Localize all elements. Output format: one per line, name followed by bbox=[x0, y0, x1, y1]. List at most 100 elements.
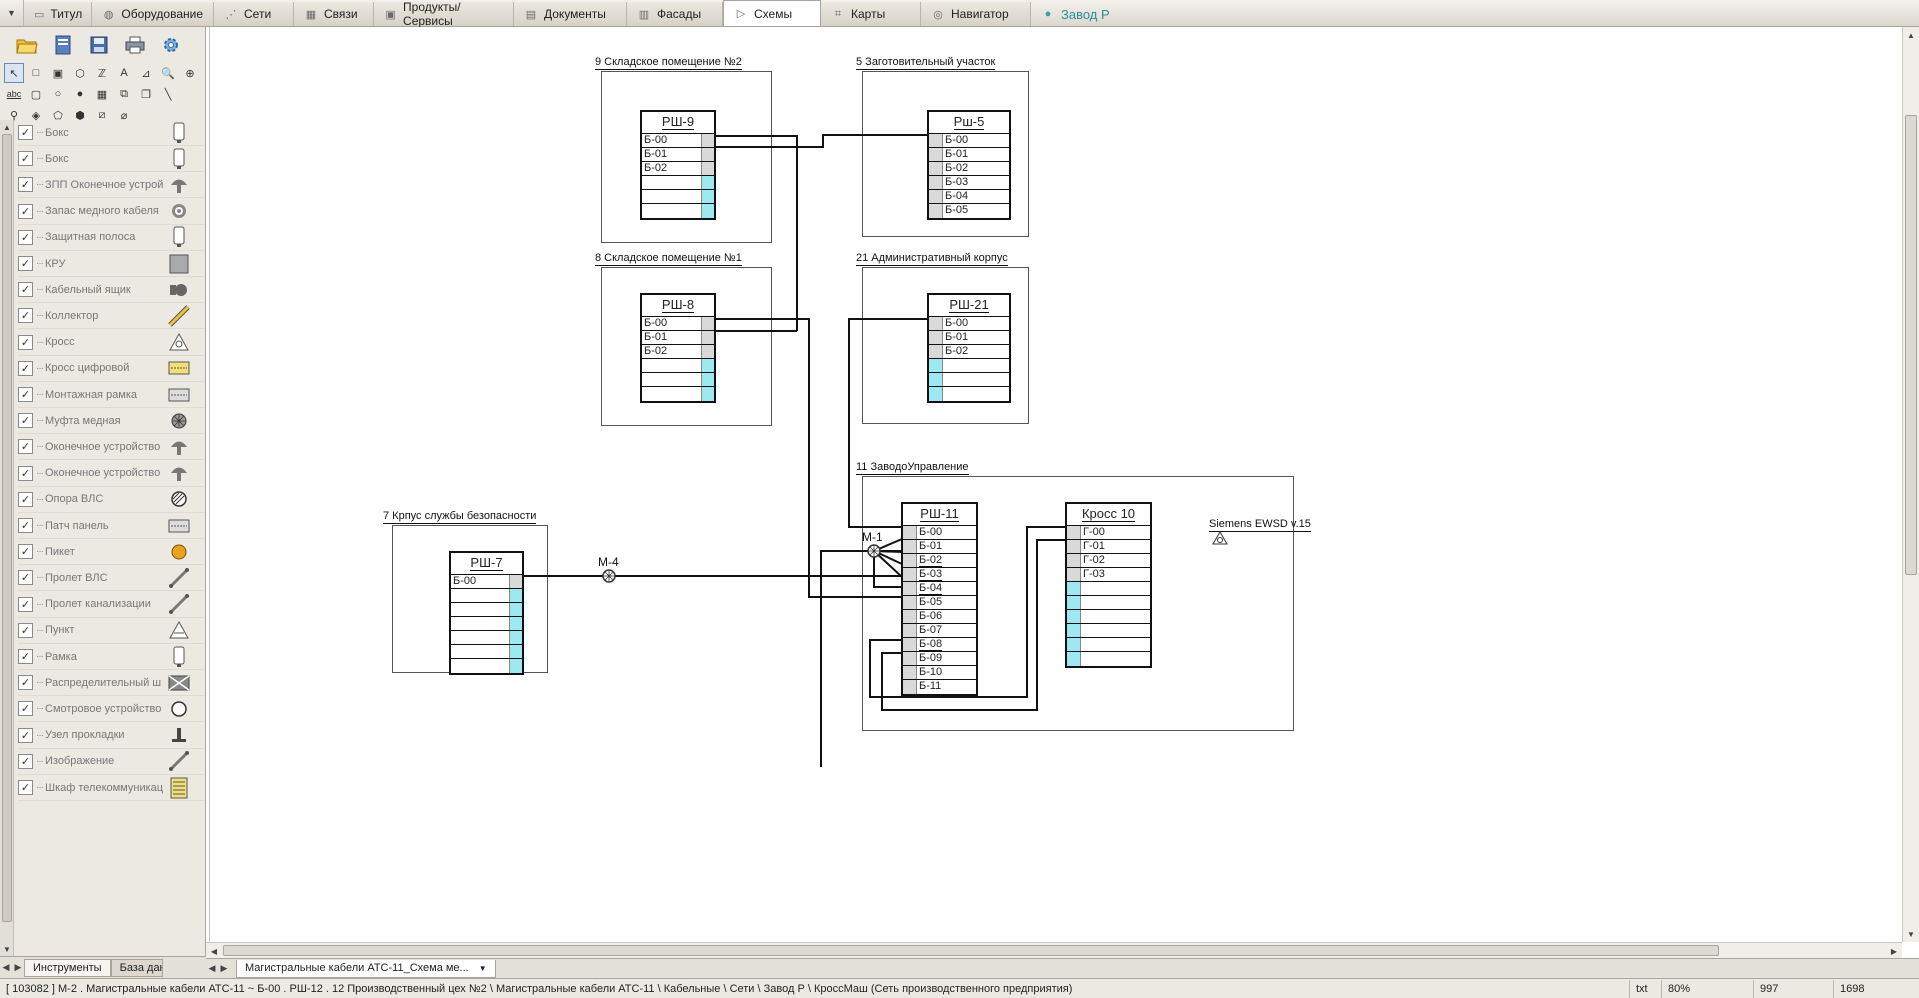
tab-database[interactable]: База данн bbox=[110, 958, 163, 977]
cabinet-port-row[interactable] bbox=[642, 387, 714, 401]
layer-visibility-checkbox[interactable]: ✓ bbox=[18, 518, 33, 533]
layer-visibility-checkbox[interactable]: ✓ bbox=[18, 491, 33, 507]
cabinet-port-row[interactable] bbox=[929, 373, 1009, 387]
cabinet-port-row[interactable] bbox=[1067, 624, 1150, 638]
layer-visibility-checkbox[interactable]: ✓ bbox=[18, 387, 33, 402]
cabinet-port-row[interactable]: Б-02 bbox=[903, 554, 976, 568]
tab-tools[interactable]: Инструменты bbox=[24, 958, 111, 977]
tab-links[interactable]: ▦Связи bbox=[294, 2, 374, 26]
layer-row[interactable]: ✓···Оконечное устройство bbox=[18, 434, 204, 461]
cabinet-port-row[interactable]: Б-01 bbox=[642, 331, 714, 345]
open-folder-icon[interactable] bbox=[14, 32, 40, 58]
layer-row[interactable]: ✓···Муфта медная bbox=[18, 408, 204, 435]
layer-visibility-checkbox[interactable]: ✓ bbox=[18, 596, 33, 612]
cabinet-port-row[interactable] bbox=[642, 359, 714, 373]
layer-visibility-checkbox[interactable]: ✓ bbox=[18, 151, 33, 167]
cabinet-port-row[interactable]: Б-02 bbox=[929, 162, 1009, 176]
cabinet-port-row[interactable]: Б-01 bbox=[642, 148, 714, 162]
z-order-tool-icon[interactable]: ℤ bbox=[97, 67, 107, 80]
layer-row[interactable]: ✓···Защитная полоса bbox=[18, 225, 204, 251]
cabinet-port-row[interactable] bbox=[642, 373, 714, 387]
tab-schemes[interactable]: ▷Схемы bbox=[723, 0, 821, 26]
pin-tool-icon[interactable]: ⚲ bbox=[9, 109, 19, 122]
pentagon-tool-icon[interactable]: ⬠ bbox=[53, 109, 63, 122]
cabinet-port-row[interactable]: Б-00 bbox=[642, 317, 714, 331]
cabinet-port-row[interactable]: Б-00 bbox=[642, 134, 714, 148]
save-icon[interactable] bbox=[86, 32, 112, 58]
cross-station-icon[interactable] bbox=[1212, 531, 1228, 545]
tab-products[interactable]: ▣Продукты/Сервисы bbox=[374, 0, 514, 28]
cabinet-port-row[interactable] bbox=[1067, 610, 1150, 624]
layer-row[interactable]: ✓···Пролет ВЛС bbox=[18, 565, 204, 592]
layer-row[interactable]: ✓···КРУ bbox=[18, 251, 204, 277]
layer-row[interactable]: ✓···Кросс цифровой bbox=[18, 356, 204, 382]
layer-visibility-checkbox[interactable]: ✓ bbox=[18, 413, 33, 429]
layer-row[interactable]: ✓···Бокс bbox=[18, 146, 204, 173]
doc-tab-nav-left-icon[interactable]: ◀ bbox=[208, 963, 216, 973]
tab-menu-dropdown-icon[interactable]: ▼ bbox=[0, 0, 24, 26]
cabinet-port-row[interactable]: Г-00 bbox=[1067, 526, 1150, 540]
print-icon[interactable] bbox=[122, 32, 148, 58]
cabinet-port-row[interactable]: Б-01 bbox=[929, 331, 1009, 345]
cabinet-port-row[interactable] bbox=[642, 176, 714, 190]
horizontal-scroll-thumb[interactable] bbox=[223, 945, 1719, 956]
tab-navigator[interactable]: ◎Навигатор bbox=[921, 2, 1031, 26]
layer-visibility-checkbox[interactable]: ✓ bbox=[18, 229, 33, 245]
select-pointer-icon[interactable]: ↖ bbox=[4, 63, 24, 83]
tab-nav-left-icon[interactable]: ◀ bbox=[2, 962, 10, 972]
filled-circle-tool-icon[interactable]: ● bbox=[76, 88, 84, 100]
cabinet-port-row[interactable]: Г-03 bbox=[1067, 568, 1150, 582]
cabinet-port-row[interactable] bbox=[1067, 652, 1150, 666]
cabinet-port-row[interactable] bbox=[451, 659, 522, 673]
cabinet-port-row[interactable] bbox=[929, 387, 1009, 401]
layer-row[interactable]: ✓···Патч панель bbox=[18, 513, 204, 539]
scroll-up-icon[interactable]: ▲ bbox=[3, 122, 11, 132]
scroll-up-icon[interactable]: ▲ bbox=[1907, 30, 1915, 40]
scroll-down-icon[interactable]: ▼ bbox=[1907, 929, 1915, 939]
zoom-tool-icon[interactable]: 🔍 bbox=[161, 67, 175, 80]
cabinet-port-row[interactable]: Б-07 bbox=[903, 624, 976, 638]
layer-row[interactable]: ✓···Изображение bbox=[18, 749, 204, 775]
doc-tab-nav-right-icon[interactable]: ▶ bbox=[220, 963, 228, 973]
layer-row[interactable]: ✓···Запас медного кабеля bbox=[18, 199, 204, 225]
cabinet-port-row[interactable]: Б-02 bbox=[929, 345, 1009, 359]
diameter-tool-icon[interactable]: ⌀ bbox=[120, 109, 128, 122]
layer-row[interactable]: ✓···Опора ВЛС bbox=[18, 487, 204, 513]
layer-row[interactable]: ✓···Оконечное устройство bbox=[18, 461, 204, 487]
layer-row[interactable]: ✓···Кабельный ящик bbox=[18, 277, 204, 304]
grid-tool-icon[interactable]: ▦ bbox=[96, 88, 108, 101]
rectangle-tool-icon[interactable]: □ bbox=[32, 67, 40, 79]
cabinet-port-row[interactable] bbox=[451, 631, 522, 645]
layer-row[interactable]: ✓···Кросс bbox=[18, 330, 204, 356]
layer-row[interactable]: ✓···Коллектор bbox=[18, 303, 204, 330]
cabinet-port-row[interactable]: Б-02 bbox=[642, 162, 714, 176]
layer-row[interactable]: ✓···Распределительный ш bbox=[18, 670, 204, 697]
scroll-right-icon[interactable]: ▶ bbox=[1890, 946, 1898, 956]
cabinet-port-row[interactable]: Б-05 bbox=[929, 204, 1009, 218]
tab-database[interactable]: ◍Оборудование bbox=[92, 2, 214, 26]
layer-visibility-checkbox[interactable]: ✓ bbox=[18, 203, 33, 219]
cabinet-port-row[interactable] bbox=[451, 617, 522, 631]
cabinet-port-row[interactable] bbox=[1067, 582, 1150, 596]
cabinet-port-row[interactable] bbox=[929, 359, 1009, 373]
document-icon[interactable] bbox=[50, 32, 76, 58]
layer-row[interactable]: ✓···Узел прокладки bbox=[18, 723, 204, 749]
mirror-tool-icon[interactable]: ⊿ bbox=[141, 67, 151, 80]
layer-visibility-checkbox[interactable]: ✓ bbox=[18, 753, 33, 769]
layer-list-scroll-thumb[interactable] bbox=[2, 134, 12, 922]
cabinet-port-row[interactable]: Б-02 bbox=[642, 345, 714, 359]
cabinet-port-row[interactable]: Б-11 bbox=[903, 680, 976, 694]
layer-visibility-checkbox[interactable]: ✓ bbox=[18, 125, 33, 140]
cabinet-port-row[interactable]: Б-00 bbox=[903, 526, 976, 540]
cabinet-port-row[interactable]: Б-03 bbox=[903, 568, 976, 582]
layer-visibility-checkbox[interactable]: ✓ bbox=[18, 675, 33, 691]
cabinet-port-row[interactable]: Б-09 bbox=[903, 652, 976, 666]
tab-network[interactable]: ⋰Сети bbox=[214, 2, 294, 26]
layer-visibility-checkbox[interactable]: ✓ bbox=[18, 334, 33, 350]
rounded-rect-tool-icon[interactable]: ▢ bbox=[30, 88, 42, 101]
cabinet-port-row[interactable]: Г-02 bbox=[1067, 554, 1150, 568]
